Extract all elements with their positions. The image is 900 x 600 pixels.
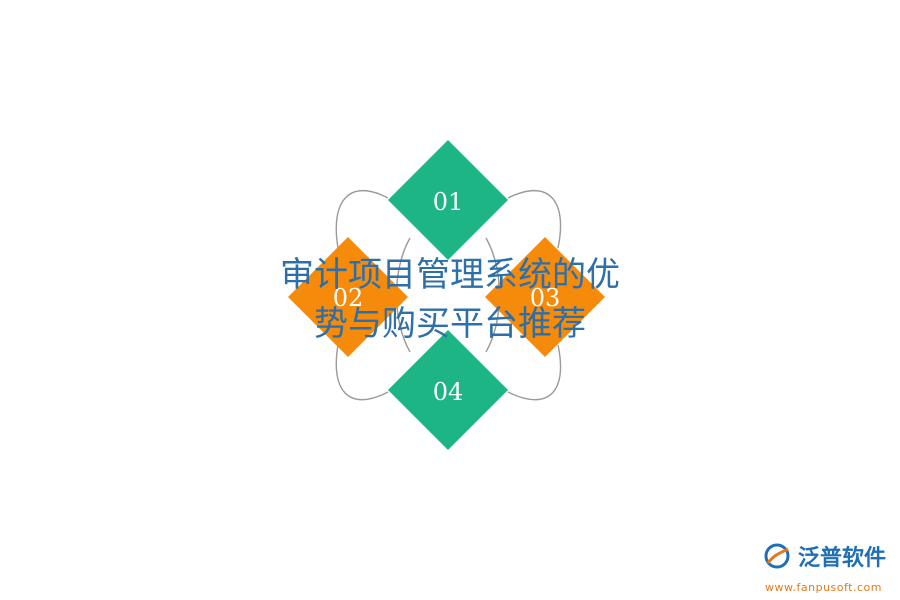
brand-logo: 泛普软件	[762, 536, 886, 576]
page-title-line-2: 势与购买平台推荐	[314, 304, 586, 344]
ring-top-left	[335, 189, 389, 249]
node-01-diamond	[388, 140, 508, 260]
node-03-diamond	[485, 237, 605, 357]
page-title-line-1: 审计项目管理系统的优	[280, 255, 620, 295]
node-04-label: 04	[433, 378, 464, 406]
node-03-label: 03	[530, 284, 561, 312]
ring-bottom-right	[507, 344, 562, 401]
logo-name: 泛普软件	[797, 546, 886, 571]
node-02-diamond	[288, 237, 408, 357]
node-02-label: 02	[333, 284, 364, 312]
node-02: 02	[288, 237, 408, 357]
node-01: 01	[388, 140, 508, 260]
node-04-diamond	[388, 330, 508, 450]
node-04: 04	[388, 330, 508, 450]
logo-url: www.fanpusoft.com	[765, 581, 882, 594]
node-03: 03	[485, 237, 605, 357]
ring-bottom-left	[335, 344, 389, 401]
ring-top-right	[507, 189, 562, 249]
fanpu-logo-icon	[764, 543, 790, 569]
node-01-label: 01	[433, 188, 464, 216]
